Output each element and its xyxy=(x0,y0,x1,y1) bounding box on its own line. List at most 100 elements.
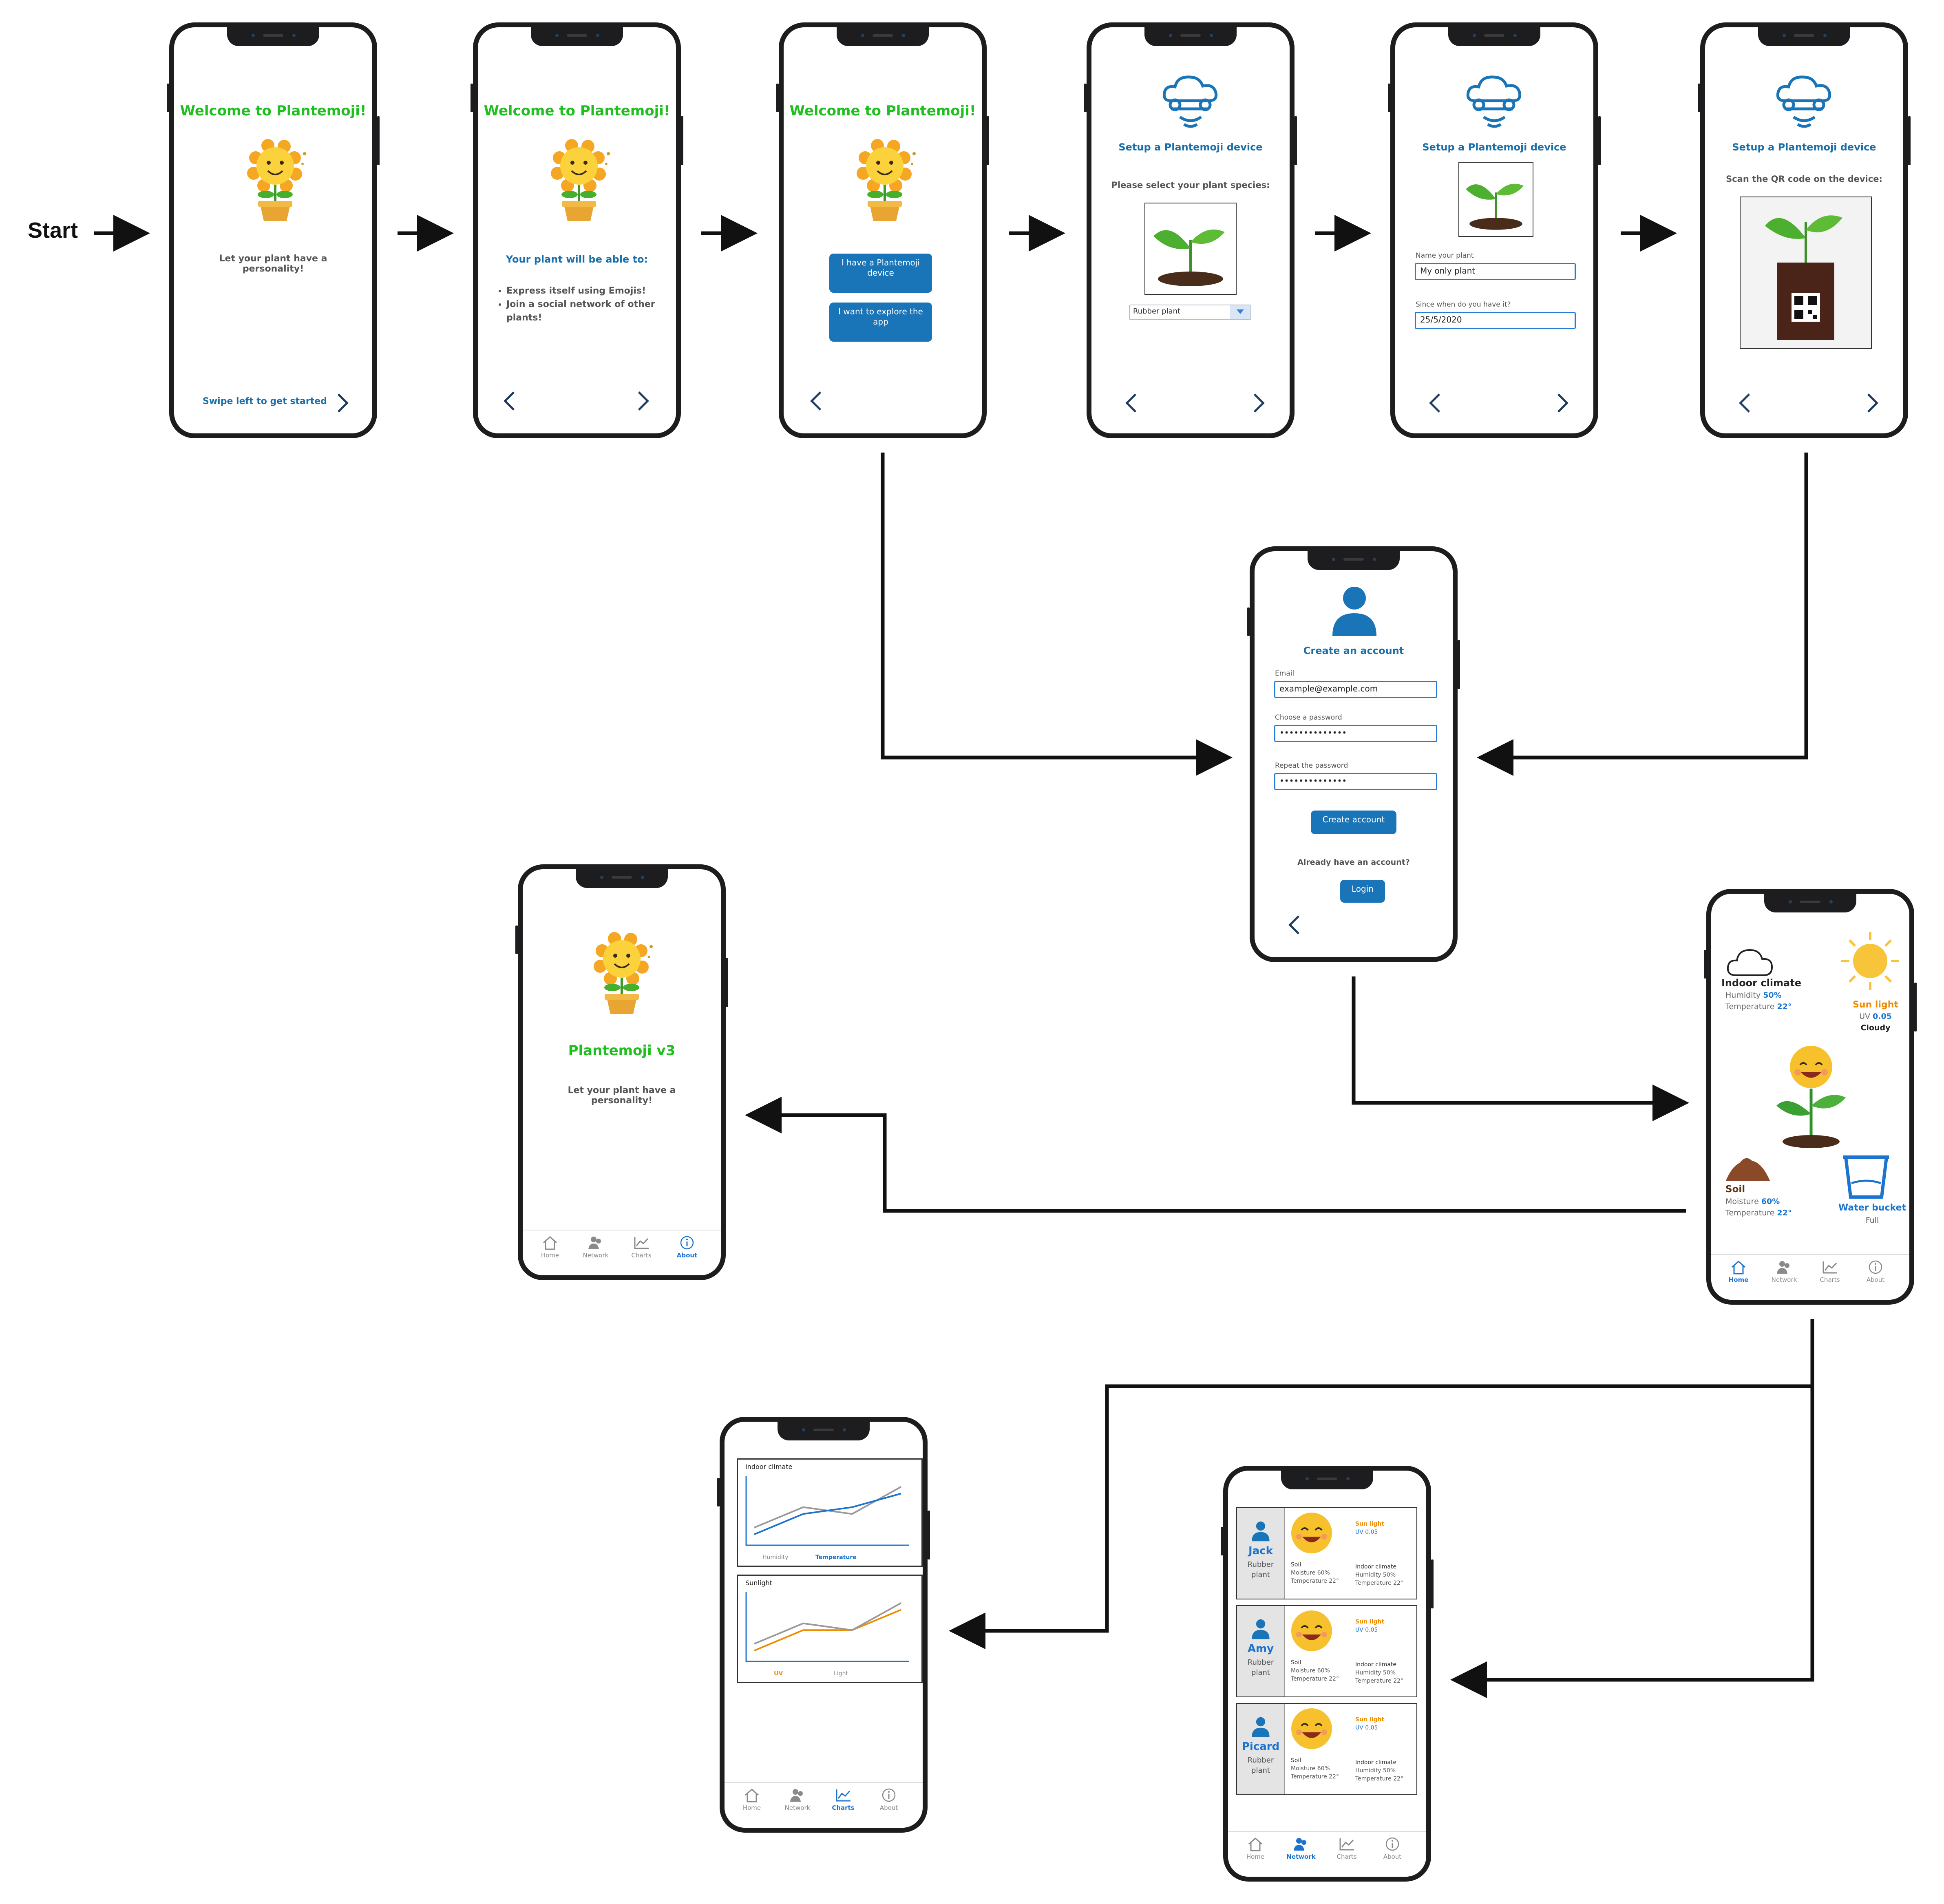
next-chevron-icon[interactable] xyxy=(1549,393,1568,413)
email-field[interactable]: example@example.com xyxy=(1274,681,1437,698)
swipe-label: Swipe left to get started xyxy=(203,396,327,406)
chart-title: Sunlight xyxy=(745,1579,772,1587)
tab-bar: Home Network Charts About xyxy=(523,1230,721,1275)
tab-home[interactable]: Home xyxy=(1716,1260,1761,1283)
series-line-light xyxy=(754,1602,901,1645)
uv-value: UV 0.05 xyxy=(1355,1627,1378,1633)
network-icon xyxy=(1777,1261,1789,1274)
phone-create-account: Create an account Email example@example.… xyxy=(1247,546,1460,962)
user-icon xyxy=(1252,1717,1270,1737)
phone-about: Plantemoji v3 Let your plant have a pers… xyxy=(515,864,728,1280)
indoor-climate-chart: Indoor climate Humidity Temperature xyxy=(737,1458,923,1567)
back-chevron-icon[interactable] xyxy=(1429,393,1448,413)
back-chevron-icon[interactable] xyxy=(504,391,523,411)
tab-home[interactable]: Home xyxy=(729,1788,774,1811)
qr-prompt: Scan the QR code on the device: xyxy=(1726,174,1882,184)
soil-icon xyxy=(1723,1151,1772,1185)
home-icon xyxy=(745,1789,759,1802)
home-icon xyxy=(1732,1261,1745,1274)
tab-about[interactable]: About xyxy=(1370,1837,1415,1860)
tab-bar: Home Network Charts About xyxy=(725,1782,923,1828)
start-label: Start xyxy=(28,218,78,243)
login-button[interactable]: Login xyxy=(1340,880,1385,903)
next-chevron-icon[interactable] xyxy=(630,391,649,411)
list-item: Express itself using Emojis! xyxy=(506,284,664,298)
explore-app-button[interactable]: I want to explore the app xyxy=(829,303,932,342)
tab-home[interactable]: Home xyxy=(1233,1837,1278,1860)
arrow-3-account xyxy=(881,453,1233,776)
tab-network[interactable]: Network xyxy=(775,1788,820,1811)
sun-icon xyxy=(1840,930,1901,993)
features-subtitle: Your plant will be able to: xyxy=(506,254,648,265)
soil-title: Soil xyxy=(1291,1562,1301,1568)
species-select[interactable]: Rubber plant xyxy=(1129,305,1251,320)
tab-home[interactable]: Home xyxy=(528,1235,572,1259)
plant-name-input[interactable]: My only plant xyxy=(1415,263,1576,280)
user-name: Jack xyxy=(1248,1545,1273,1557)
about-text: Let your plant have a personality! xyxy=(568,1085,676,1106)
charts-icon xyxy=(634,1237,649,1249)
tab-about[interactable]: About xyxy=(665,1235,709,1259)
humidity-row: Humidity 50% xyxy=(1725,991,1782,1000)
account-title: Create an account xyxy=(1303,645,1404,656)
user-icon xyxy=(1252,1521,1270,1542)
user-plant-species: Rubber plant xyxy=(1247,1756,1274,1775)
tab-about[interactable]: About xyxy=(1853,1260,1898,1283)
password-field[interactable]: •••••••••••••• xyxy=(1274,725,1437,742)
tab-network[interactable]: Network xyxy=(1762,1260,1807,1283)
tab-network[interactable]: Network xyxy=(1279,1837,1323,1860)
arrow-home-about xyxy=(745,1097,1686,1213)
tab-charts[interactable]: Charts xyxy=(1807,1260,1852,1283)
phone-charts: Indoor climate Humidity Temperature Sunl… xyxy=(717,1417,930,1833)
back-chevron-icon[interactable] xyxy=(1288,915,1308,934)
create-account-button[interactable]: Create account xyxy=(1311,811,1396,834)
moisture-row: Moisture 60% xyxy=(1725,1197,1780,1206)
about-title: Plantemoji v3 xyxy=(568,1043,676,1059)
have-device-button[interactable]: I have a Plantemoji device xyxy=(829,254,932,293)
back-chevron-icon[interactable] xyxy=(810,391,829,411)
sun-title: Sun light xyxy=(1853,1000,1898,1010)
smiley-face-icon xyxy=(1291,1610,1332,1651)
series-line-temperature xyxy=(754,1493,901,1535)
tab-network[interactable]: Network xyxy=(573,1235,618,1259)
arrow-account-home xyxy=(1352,976,1689,1121)
sunflower-icon xyxy=(547,137,612,225)
tab-charts[interactable]: Charts xyxy=(1324,1837,1369,1860)
series-line-humidity xyxy=(754,1486,901,1529)
tab-charts[interactable]: Charts xyxy=(619,1235,664,1259)
arrow-home-charts xyxy=(949,1319,1814,1649)
network-icon xyxy=(1294,1838,1306,1851)
humidity-value: Humidity 50% xyxy=(1355,1572,1396,1578)
indoor-temp-value: Temperature 22° xyxy=(1355,1678,1403,1684)
tab-charts[interactable]: Charts xyxy=(821,1788,866,1811)
user-name: Amy xyxy=(1247,1643,1274,1655)
next-chevron-icon[interactable] xyxy=(1859,393,1878,413)
sunflower-icon xyxy=(243,137,309,225)
repeat-password-field[interactable]: •••••••••••••• xyxy=(1274,773,1437,790)
network-icon xyxy=(790,1789,803,1802)
chart-plot xyxy=(745,1476,909,1546)
species-value: Rubber plant xyxy=(1133,307,1181,316)
tab-about[interactable]: About xyxy=(866,1788,911,1811)
sun-title: Sun light xyxy=(1355,1716,1385,1723)
phone-setup-name: Setup a Plantemoji device Name your plan… xyxy=(1388,22,1601,438)
next-chevron-icon[interactable] xyxy=(1246,393,1265,413)
next-chevron-icon[interactable] xyxy=(329,393,349,413)
since-date-input[interactable]: 25/5/2020 xyxy=(1415,312,1576,329)
back-chevron-icon[interactable] xyxy=(1125,393,1144,413)
name-label: Name your plant xyxy=(1416,252,1474,260)
soil-title: Soil xyxy=(1291,1757,1301,1764)
phone-welcome-1: Welcome to Plantemoji! Let your plant ha… xyxy=(167,22,380,438)
humidity-value: Humidity 50% xyxy=(1355,1767,1396,1774)
setup-title: Setup a Plantemoji device xyxy=(1422,141,1566,153)
info-icon xyxy=(1385,1837,1399,1851)
back-chevron-icon[interactable] xyxy=(1739,393,1758,413)
password-label: Choose a password xyxy=(1275,713,1342,722)
info-icon xyxy=(1869,1260,1882,1274)
welcome-title: Welcome to Plantemoji! xyxy=(789,103,976,119)
user-icon xyxy=(1252,1619,1270,1639)
